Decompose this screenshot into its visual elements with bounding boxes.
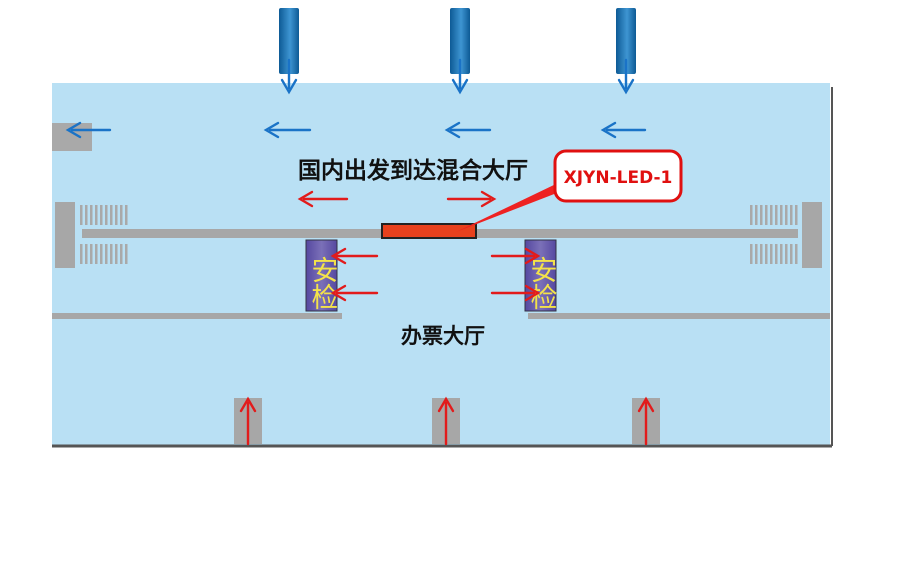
arrow-left-icon bbox=[600, 121, 647, 139]
arrow-left-icon bbox=[330, 284, 379, 302]
hatch-stripe bbox=[100, 244, 103, 264]
hatch-stripe bbox=[760, 244, 763, 264]
hatch-stripe bbox=[100, 205, 103, 225]
led-callout: XJYN-LED-1 bbox=[553, 149, 683, 203]
arrow-right-icon bbox=[490, 284, 541, 302]
hatch-stripe bbox=[790, 244, 793, 264]
hatch-stripe bbox=[755, 205, 758, 225]
arrow-down-icon bbox=[280, 58, 298, 95]
entrance-top-1 bbox=[279, 8, 299, 74]
hatch-stripe bbox=[795, 244, 798, 264]
hatch-stripe bbox=[125, 244, 128, 264]
hatch-stripe bbox=[775, 205, 778, 225]
arrow-left-icon bbox=[263, 121, 312, 139]
arrow-left-icon bbox=[444, 121, 492, 139]
callout-pointer bbox=[456, 183, 562, 232]
hatch-stripe bbox=[85, 205, 88, 225]
arrow-up-icon bbox=[637, 396, 655, 446]
flow-arrows bbox=[65, 58, 655, 446]
right-pillar-block bbox=[802, 202, 822, 268]
arrow-up-icon bbox=[437, 396, 455, 446]
hatch-stripe bbox=[750, 244, 753, 264]
hatch-stripe bbox=[90, 205, 93, 225]
hatch-stripe bbox=[780, 244, 783, 264]
arrow-down-icon bbox=[451, 58, 469, 95]
ticket-hall-label: 办票大厅 bbox=[401, 324, 485, 348]
callout-box bbox=[553, 149, 683, 203]
hatch-stripe bbox=[110, 244, 113, 264]
hatch-stripe bbox=[785, 205, 788, 225]
hatch-stripe bbox=[95, 244, 98, 264]
arrow-left-icon bbox=[65, 121, 112, 139]
entrance-top-2 bbox=[450, 8, 470, 74]
hatch-stripe bbox=[85, 244, 88, 264]
hatch-stripe bbox=[765, 244, 768, 264]
arrow-right-icon bbox=[446, 190, 497, 208]
hatch-stripe bbox=[785, 244, 788, 264]
hatch-right-top bbox=[750, 205, 798, 225]
hatch-stripe bbox=[120, 205, 123, 225]
hatch-stripe bbox=[105, 244, 108, 264]
gate-hatches bbox=[80, 205, 798, 264]
hatch-stripe bbox=[115, 205, 118, 225]
arrow-left-icon bbox=[330, 247, 379, 265]
hatch-stripe bbox=[755, 244, 758, 264]
hatch-stripe bbox=[120, 244, 123, 264]
entrance-top-3 bbox=[616, 8, 636, 74]
hatch-stripe bbox=[95, 205, 98, 225]
hatch-stripe bbox=[80, 244, 83, 264]
hatch-left-bottom bbox=[80, 244, 128, 264]
security-left: 安检 bbox=[305, 239, 339, 312]
top-entrances bbox=[279, 8, 636, 74]
arrow-down-icon bbox=[617, 58, 635, 95]
arrow-right-icon bbox=[490, 247, 541, 265]
hatch-stripe bbox=[795, 205, 798, 225]
hatch-stripe bbox=[770, 205, 773, 225]
hatch-stripe bbox=[80, 205, 83, 225]
departure-hall-label: 国内出发到达混合大厅 bbox=[298, 157, 528, 184]
security-label-right: 安检 bbox=[526, 256, 558, 310]
divider-wall-lower-right bbox=[528, 313, 830, 319]
hatch-stripe bbox=[760, 205, 763, 225]
hatch-stripe bbox=[90, 244, 93, 264]
hatch-stripe bbox=[750, 205, 753, 225]
left-pillar-block bbox=[55, 202, 75, 268]
hatch-stripe bbox=[110, 205, 113, 225]
arrow-left-icon bbox=[297, 190, 349, 208]
divider-wall-lower-left bbox=[52, 313, 342, 319]
security-box-left bbox=[305, 239, 338, 312]
security-label-left: 安检 bbox=[307, 256, 339, 310]
led-screen bbox=[381, 223, 477, 239]
hatch-stripe bbox=[765, 205, 768, 225]
hatch-stripe bbox=[125, 205, 128, 225]
hatch-stripe bbox=[115, 244, 118, 264]
hatch-stripe bbox=[790, 205, 793, 225]
arrow-up-icon bbox=[239, 396, 257, 446]
hatch-stripe bbox=[105, 205, 108, 225]
hatch-stripe bbox=[770, 244, 773, 264]
hatch-right-bottom bbox=[750, 244, 798, 264]
hatch-left-top bbox=[80, 205, 128, 225]
hatch-stripe bbox=[780, 205, 783, 225]
hall-floor bbox=[52, 83, 830, 445]
hatch-stripe bbox=[775, 244, 778, 264]
callout-text: XJYN-LED-1 bbox=[564, 168, 673, 188]
